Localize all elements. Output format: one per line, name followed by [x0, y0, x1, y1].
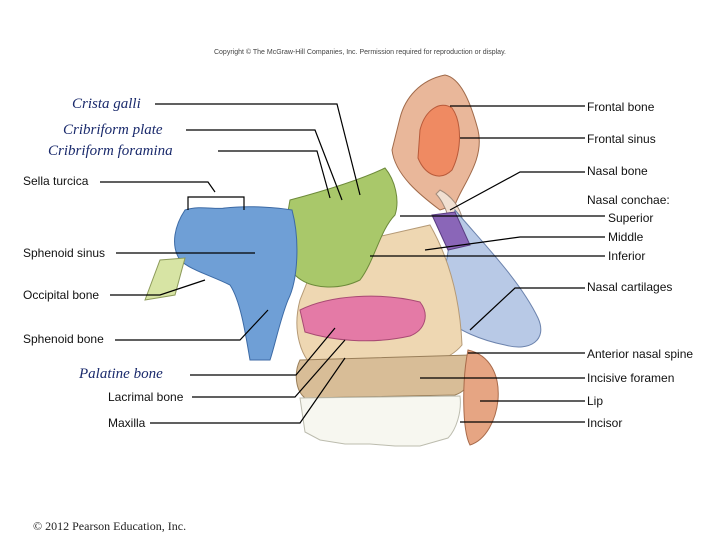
sphenoid-shape [174, 206, 298, 361]
leader-lines-left [100, 103, 361, 424]
label-palatine-bone: Palatine bone [79, 366, 163, 382]
label-maxilla: Maxilla [108, 416, 146, 430]
label-superior: Superior [608, 211, 654, 225]
label-occipital-bone: Occipital bone [23, 288, 100, 302]
label-sphenoid-sinus: Sphenoid sinus [23, 246, 106, 260]
label-frontal-sinus: Frontal sinus [587, 132, 656, 146]
label-sphenoid-bone: Sphenoid bone [23, 332, 104, 346]
label-nasal-bone: Nasal bone [587, 164, 648, 178]
label-inferior: Inferior [608, 249, 646, 263]
lip-shape [463, 349, 499, 446]
palatine-shape [299, 295, 426, 342]
label-incisor: Incisor [587, 416, 623, 430]
label-nasal-conchae: Nasal conchae: [587, 193, 670, 207]
footer-credit: © 2012 Pearson Education, Inc. [33, 519, 187, 533]
frontal-sinus-shape [417, 104, 460, 177]
label-frontal-bone: Frontal bone [587, 100, 655, 114]
label-cribriform-foramina: Cribriform foramina [48, 143, 173, 159]
vomer-shape [431, 211, 471, 251]
label-nasal-cartilages: Nasal cartilages [587, 280, 673, 294]
copyright-notice: Copyright © The McGraw-Hill Companies, I… [213, 49, 506, 56]
teeth-shape [299, 395, 461, 447]
label-lacrimal-bone: Lacrimal bone [108, 390, 184, 404]
label-middle: Middle [608, 230, 644, 244]
label-cribriform-plate: Cribriform plate [63, 122, 163, 138]
label-incisive-foramen: Incisive foramen [587, 371, 675, 385]
label-sella-turcica: Sella turcica [23, 174, 89, 188]
label-crista-galli: Crista galli [72, 96, 141, 112]
leader-lines-right [370, 105, 605, 423]
hard-palate-shape [295, 354, 474, 399]
label-lip: Lip [587, 394, 604, 408]
label-anterior-nasal-spine: Anterior nasal spine [587, 347, 694, 361]
